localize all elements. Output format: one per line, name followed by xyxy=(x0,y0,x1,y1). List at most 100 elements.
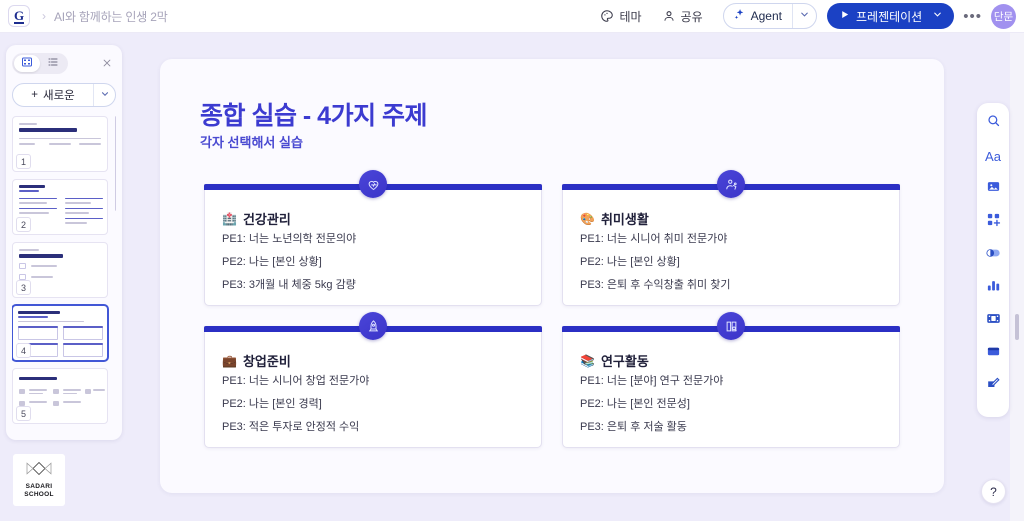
card-line: PE3: 은퇴 후 수익창출 취미 찾기 xyxy=(580,279,731,291)
topic-card[interactable]: 🏥 건강관리 PE1: 너는 노년의학 전문의야 PE2: 나는 [본인 상황]… xyxy=(204,170,542,306)
new-slide-label: 새로운 xyxy=(42,90,75,102)
card-heading-row: 💼 창업준비 xyxy=(222,351,291,370)
slide-number: 4 xyxy=(16,343,31,358)
card-line: PE3: 적은 투자로 안정적 수익 xyxy=(222,421,360,433)
chevron-down-icon xyxy=(799,7,810,25)
card-layout-tool-button[interactable] xyxy=(981,342,1005,366)
card-line: PE1: 너는 시니어 창업 전문가야 xyxy=(222,375,370,387)
slide-thumbnail-current[interactable]: 4 xyxy=(12,305,108,361)
new-slide-dropdown-toggle[interactable] xyxy=(93,84,115,106)
media-tool-button[interactable] xyxy=(981,309,1005,333)
slide-number: 3 xyxy=(16,280,31,295)
card-lines: PE1: 너는 시니어 취미 전문가야 PE2: 나는 [본인 상황] PE3:… xyxy=(580,234,885,303)
card-emoji: 📚 xyxy=(580,353,595,368)
plus-icon: + xyxy=(31,89,38,101)
right-edge-strip xyxy=(1010,33,1024,521)
new-slide-button[interactable]: + 새로운 xyxy=(13,84,93,106)
search-tool-button[interactable] xyxy=(981,111,1005,135)
panel-scrollbar[interactable] xyxy=(115,116,116,211)
shape-contrast-icon xyxy=(985,245,1001,266)
slide-number: 1 xyxy=(16,154,31,169)
slide-thumbnail[interactable]: 2 xyxy=(12,179,108,235)
brand-logo: SADARI SCHOOL xyxy=(13,454,65,506)
book-search-icon xyxy=(717,312,745,340)
draw-edit-tool-button[interactable] xyxy=(981,375,1005,399)
card-line: PE2: 나는 [본인 상황] xyxy=(222,256,322,268)
card-line: PE1: 너는 시니어 취미 전문가야 xyxy=(580,233,728,245)
chevron-down-icon[interactable] xyxy=(932,9,943,23)
list-view-button[interactable] xyxy=(40,55,66,72)
canvas-scrollbar[interactable] xyxy=(1015,314,1019,340)
topic-card[interactable]: 📚 연구활동 PE1: 너는 [분야] 연구 전문가야 PE2: 나는 [본인 … xyxy=(562,312,900,448)
draw-edit-icon xyxy=(986,377,1001,397)
slide-thumbnail[interactable]: 5 xyxy=(12,368,108,424)
present-button[interactable]: 프레젠테이션 xyxy=(826,3,955,29)
search-icon xyxy=(986,113,1001,133)
brand-line-2: SCHOOL xyxy=(24,491,54,498)
breadcrumb-title[interactable]: AI와 함께하는 인생 2막 xyxy=(54,9,168,24)
slide-thumbnail[interactable]: 1 xyxy=(12,116,108,172)
person-icon xyxy=(662,9,676,23)
media-icon xyxy=(986,311,1001,331)
agent-label: Agent xyxy=(750,9,782,23)
card-line: PE2: 나는 [본인 경력] xyxy=(222,398,322,410)
sadari-mark-icon xyxy=(22,461,56,481)
slide-title[interactable]: 종합 실습 - 4가지 주제 xyxy=(200,102,428,130)
avatar[interactable]: 단문 xyxy=(991,3,1016,29)
list-view-icon xyxy=(47,55,59,73)
brand-line-1: SADARI xyxy=(25,482,53,490)
add-element-tool-button[interactable] xyxy=(981,210,1005,234)
text-tool-button[interactable]: Aa xyxy=(981,144,1005,168)
top-bar: G › AI와 함께하는 인생 2막 테마 공유 xyxy=(0,0,1024,33)
chart-tool-button[interactable] xyxy=(981,276,1005,300)
app-logo[interactable]: G xyxy=(8,5,30,27)
card-heading: 취미생활 xyxy=(600,212,649,227)
agent-dropdown-toggle[interactable] xyxy=(791,4,816,28)
text-icon: Aa xyxy=(985,148,1001,164)
card-heading: 건강관리 xyxy=(242,212,291,227)
close-icon xyxy=(102,56,112,71)
share-button[interactable]: 공유 xyxy=(652,3,713,30)
sparkle-icon xyxy=(733,8,746,24)
slide-thumbnail[interactable]: 3 xyxy=(12,242,108,298)
help-button[interactable]: ? xyxy=(981,479,1006,504)
theme-button[interactable]: 테마 xyxy=(590,3,651,30)
slide-thumbnail-list[interactable]: 1 2 3 xyxy=(12,116,116,446)
slide-canvas[interactable]: 종합 실습 - 4가지 주제 각자 선택해서 실습 🏥 건강관리 PE1: 너는… xyxy=(160,59,944,493)
close-panel-button[interactable] xyxy=(102,57,112,70)
new-slide-button-group: + 새로운 xyxy=(12,83,116,107)
card-layout-icon xyxy=(986,344,1001,364)
theme-label: 테마 xyxy=(619,9,642,24)
heart-health-icon xyxy=(359,170,387,198)
card-line: PE2: 나는 [본인 전문성] xyxy=(580,398,690,410)
card-heading-row: 🏥 건강관리 xyxy=(222,209,291,228)
agent-button[interactable]: Agent xyxy=(724,4,792,28)
slide-number: 5 xyxy=(16,406,31,421)
card-heading: 창업준비 xyxy=(242,354,291,369)
agent-button-group: Agent xyxy=(722,3,817,29)
card-emoji: 🎨 xyxy=(580,211,595,226)
topic-card[interactable]: 💼 창업준비 PE1: 너는 시니어 창업 전문가야 PE2: 나는 [본인 경… xyxy=(204,312,542,448)
grid-view-button[interactable] xyxy=(14,55,40,72)
palette-icon xyxy=(600,9,614,23)
share-label: 공유 xyxy=(680,9,703,24)
add-element-icon xyxy=(986,212,1001,232)
card-line: PE3: 3개월 내 체중 5kg 감량 xyxy=(222,279,356,291)
view-mode-segment xyxy=(12,53,68,74)
shape-contrast-tool-button[interactable] xyxy=(981,243,1005,267)
view-toggle-row xyxy=(12,53,116,74)
card-line: PE1: 너는 [분야] 연구 전문가야 xyxy=(580,375,724,387)
breadcrumb-separator: › xyxy=(42,9,46,23)
person-activity-icon xyxy=(717,170,745,198)
card-emoji: 💼 xyxy=(222,353,237,368)
card-lines: PE1: 너는 시니어 창업 전문가야 PE2: 나는 [본인 경력] PE3:… xyxy=(222,376,527,445)
image-tool-button[interactable] xyxy=(981,177,1005,201)
card-lines: PE1: 너는 노년의학 전문의야 PE2: 나는 [본인 상황] PE3: 3… xyxy=(222,234,527,303)
image-icon xyxy=(986,179,1001,199)
more-options-button[interactable]: ••• xyxy=(963,7,982,25)
topic-card[interactable]: 🎨 취미생활 PE1: 너는 시니어 취미 전문가야 PE2: 나는 [본인 상… xyxy=(562,170,900,306)
topic-card-grid: 🏥 건강관리 PE1: 너는 노년의학 전문의야 PE2: 나는 [본인 상황]… xyxy=(204,170,900,448)
slide-subtitle[interactable]: 각자 선택해서 실습 xyxy=(200,135,303,150)
card-lines: PE1: 너는 [분야] 연구 전문가야 PE2: 나는 [본인 전문성] PE… xyxy=(580,376,885,445)
rocket-icon xyxy=(359,312,387,340)
